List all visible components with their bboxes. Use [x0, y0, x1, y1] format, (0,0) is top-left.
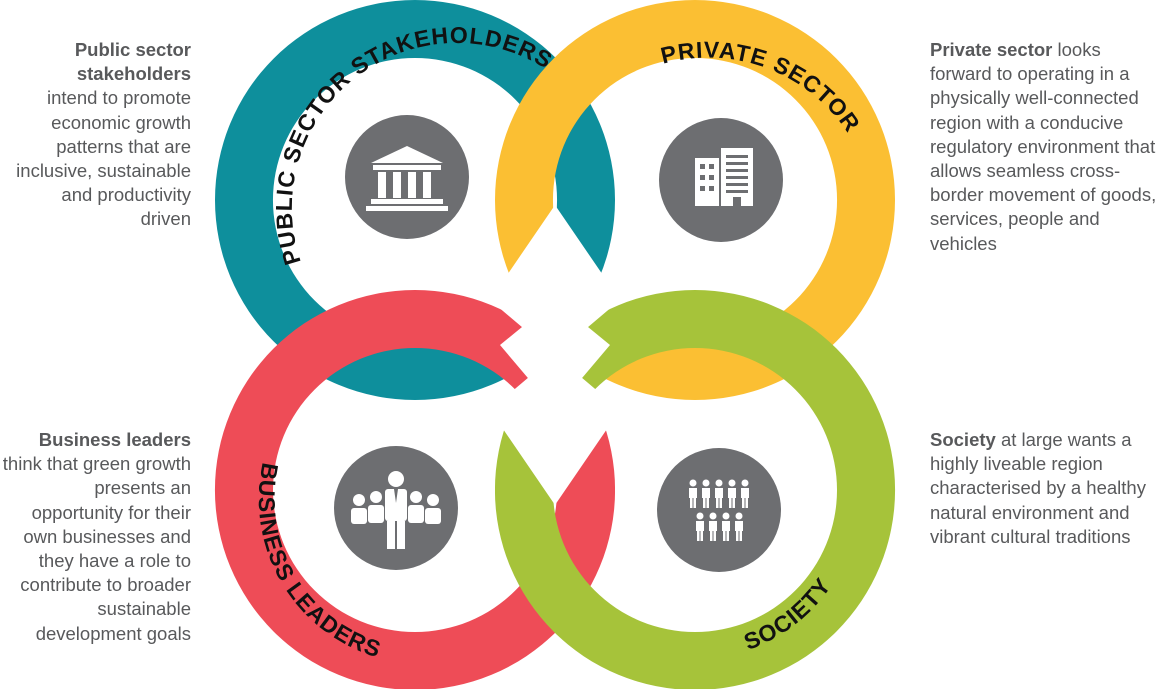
society-text: at large wants a highly liveable region …	[930, 429, 1146, 547]
government-building-icon	[345, 115, 469, 239]
society-title: Society	[930, 429, 996, 450]
business-leaders-text: think that green growth presents an oppo…	[2, 453, 191, 644]
crowd-icon	[657, 448, 781, 572]
private-sector-text: looks forward to operating in a physical…	[930, 39, 1157, 254]
business-people-icon	[334, 446, 458, 570]
private-sector-description: Private sector looks forward to operatin…	[930, 38, 1158, 256]
public-sector-description: Public sector stakeholders intend to pro…	[8, 38, 191, 232]
public-sector-text: intend to promote economic growth patter…	[16, 87, 191, 230]
center-knot	[490, 205, 620, 505]
society-description: Society at large wants a highly liveable…	[930, 428, 1152, 549]
business-leaders-title: Business leaders	[38, 429, 191, 450]
business-leaders-description: Business leaders think that green growth…	[0, 428, 191, 646]
private-sector-title: Private sector	[930, 39, 1053, 60]
public-sector-title: Public sector stakeholders	[74, 39, 191, 85]
office-buildings-icon	[659, 118, 783, 242]
